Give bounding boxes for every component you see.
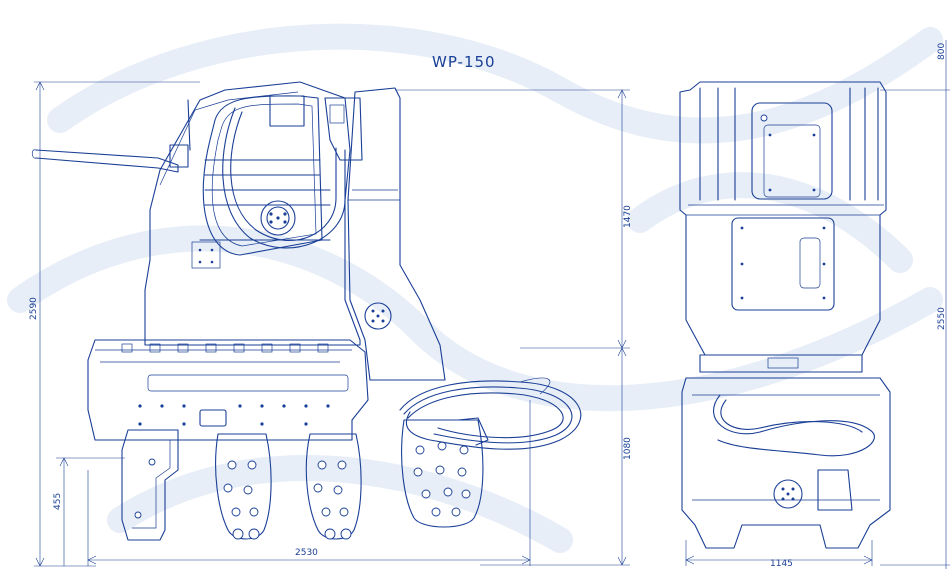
front-hub <box>773 479 803 509</box>
foot-3 <box>305 433 362 540</box>
control-knobs <box>121 343 329 353</box>
dim-label-left-foot-height: 455 <box>53 493 63 510</box>
left-dimensions <box>34 81 630 567</box>
foot-2 <box>215 433 272 540</box>
rotor-disc <box>260 200 296 236</box>
dim-label-right-top-partial: 800 <box>937 43 947 60</box>
dim-label-left-lower-height: 1080 <box>623 437 633 460</box>
chassis-plate <box>199 409 227 427</box>
hose-loop <box>399 380 582 450</box>
lower-chassis <box>87 339 369 441</box>
side-view <box>31 81 582 541</box>
dim-label-right-width: 1145 <box>770 559 793 569</box>
dim-label-right-height: 2550 <box>937 307 947 330</box>
dim-label-left-upper-height: 1470 <box>623 205 633 228</box>
foot-left <box>121 429 179 541</box>
right-dimensions <box>685 40 950 569</box>
operator-arm <box>35 149 179 173</box>
front-top-panel <box>751 102 833 200</box>
dim-label-left-total-width: 2530 <box>295 548 318 558</box>
front-view <box>679 81 891 549</box>
front-middle-panel <box>731 217 835 311</box>
door-window <box>269 95 305 127</box>
background-watermark <box>7 23 943 553</box>
front-upper-body <box>679 81 887 356</box>
rivet-row <box>138 404 330 426</box>
labels: WP-150 2590 1470 1080 455 2530 1145 2550… <box>29 43 947 569</box>
dim-label-left-total-height: 2590 <box>29 297 39 320</box>
column-outline <box>347 87 446 381</box>
column-flange <box>364 302 392 330</box>
foot-right <box>401 419 484 528</box>
door-frame <box>202 95 323 256</box>
front-lower-body <box>681 377 891 549</box>
drawing-title: WP-150 <box>432 53 496 71</box>
